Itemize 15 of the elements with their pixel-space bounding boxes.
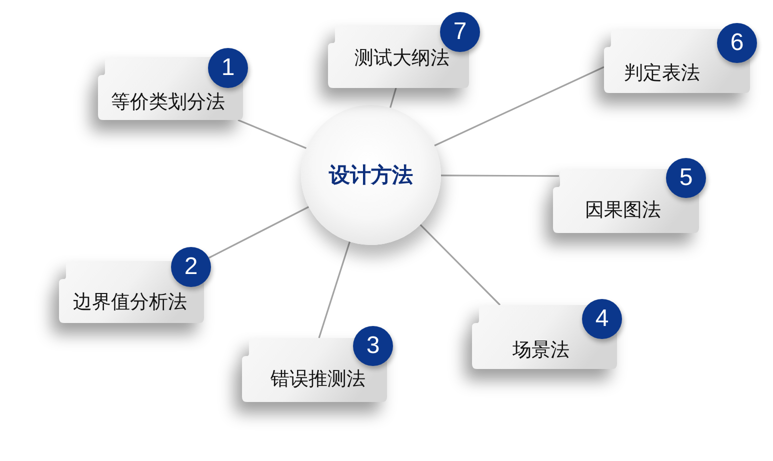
number-badge: 6 [717, 23, 757, 63]
number-badge: 4 [582, 299, 622, 339]
connector-line [420, 224, 501, 306]
connector-line [208, 206, 310, 259]
number-badge: 7 [440, 12, 480, 52]
connector-line [238, 119, 307, 149]
connector-line [441, 174, 559, 177]
connector-line [390, 88, 397, 108]
number-badge: 1 [208, 48, 248, 88]
connector-line [434, 66, 604, 146]
number-badge: 2 [171, 247, 211, 287]
center-circle: 设计方法 [301, 105, 441, 245]
number-badge: 3 [353, 326, 393, 366]
connector-line [318, 241, 350, 338]
number-badge: 5 [666, 158, 706, 198]
